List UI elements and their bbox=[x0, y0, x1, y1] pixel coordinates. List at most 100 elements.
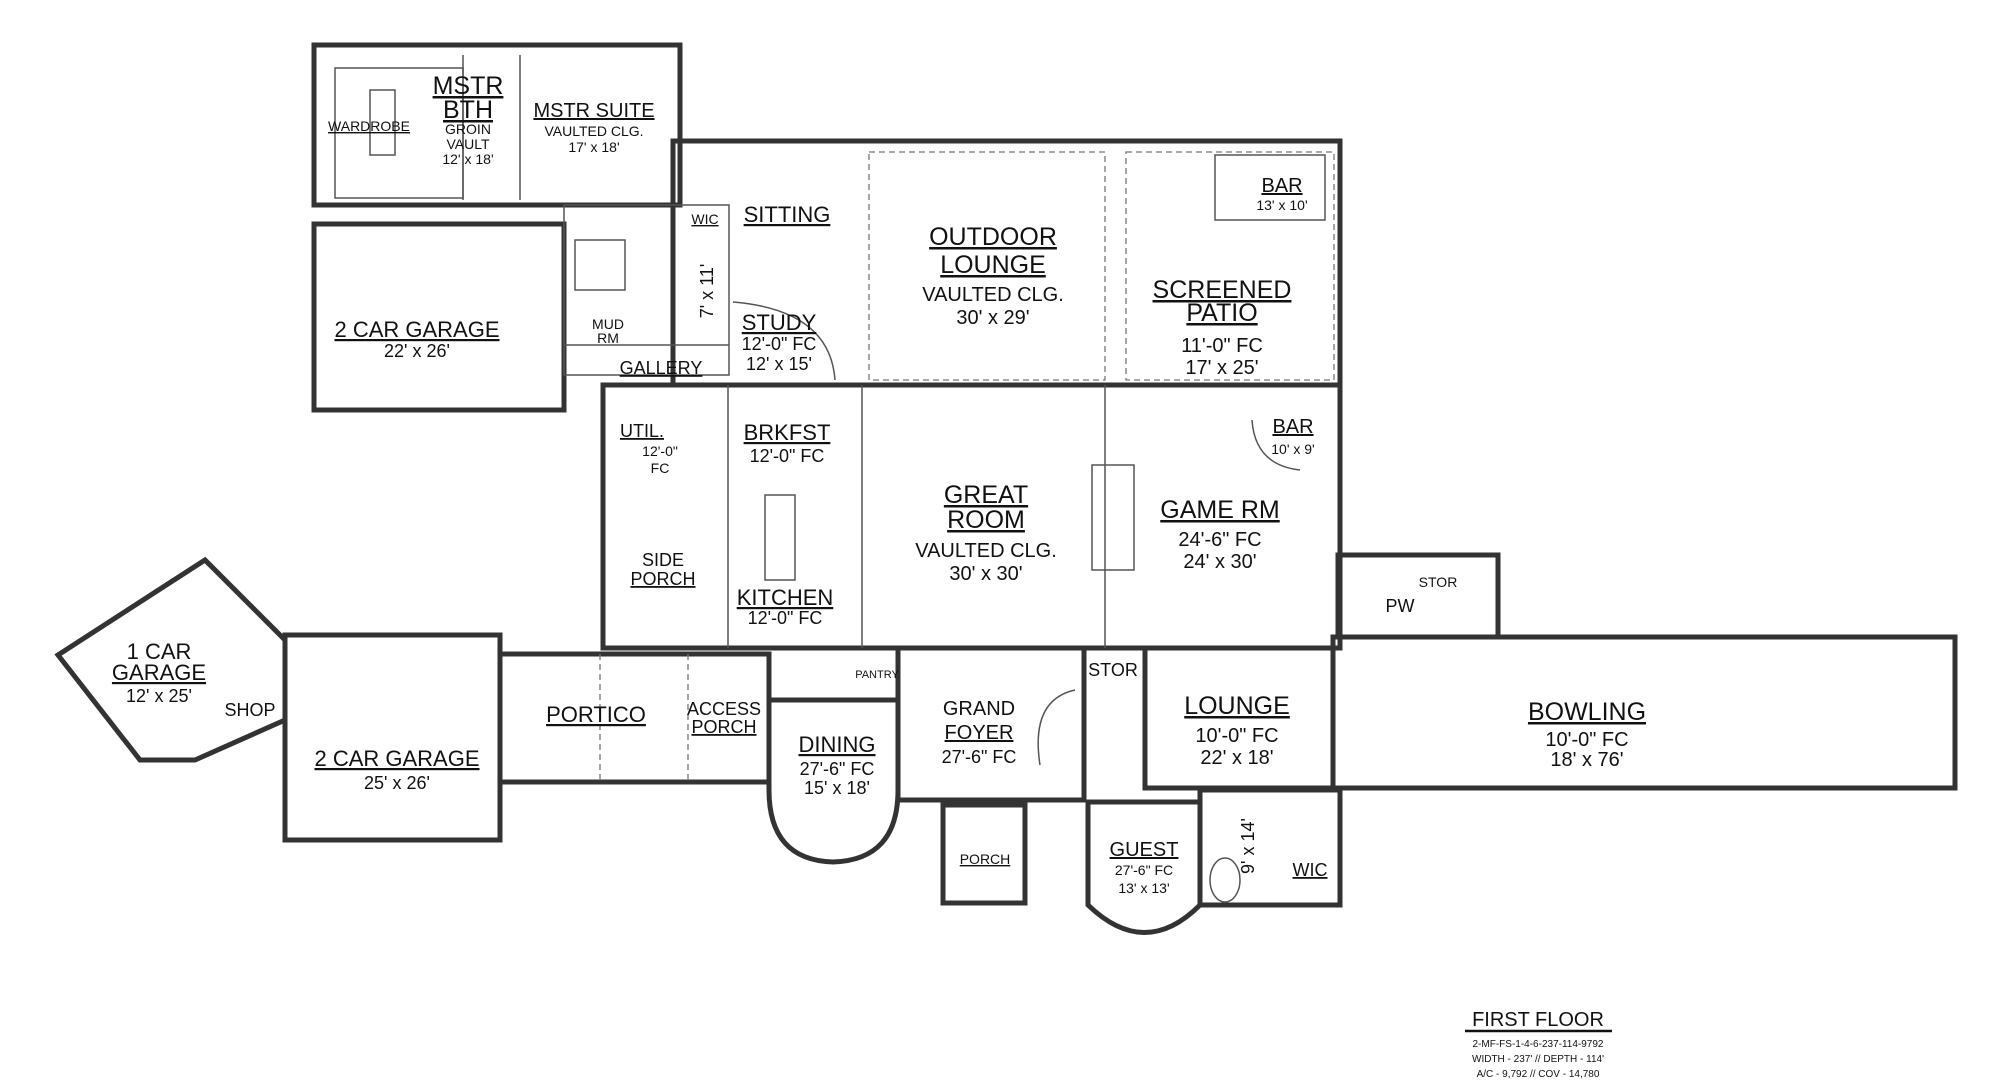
garage-bottom-label: 2 CAR GARAGE bbox=[314, 746, 479, 771]
garage-bottom-wall bbox=[282, 632, 503, 843]
stor-label: STOR bbox=[1419, 574, 1458, 590]
mstr-bth-label: MSTR bbox=[433, 72, 504, 100]
garage-1car-label: GARAGE bbox=[112, 660, 206, 685]
garage-1car-wall bbox=[54, 556, 288, 763]
great-room-label: ROOM bbox=[947, 506, 1025, 534]
foyer-wall bbox=[895, 645, 1087, 803]
dining-ceiling: 27'-6" FC bbox=[800, 759, 875, 779]
mud-gallery-block bbox=[563, 204, 730, 376]
game-rm-size: 24' x 30' bbox=[1183, 551, 1256, 573]
mstr-suite-size: 17' x 18' bbox=[568, 139, 619, 155]
guest-ceiling: 27'-6" FC bbox=[1115, 862, 1173, 878]
outdoor-lounge-size: 30' x 29' bbox=[956, 307, 1029, 329]
stor-foyer-label: STOR bbox=[1088, 660, 1138, 680]
mstr-bth-size: 12' x 18' bbox=[442, 151, 493, 167]
plan-code: 2-MF-FS-1-4-6-237-114-9792 bbox=[1473, 1039, 1604, 1050]
mstr-suite-ceiling: VAULTED CLG. bbox=[544, 123, 643, 139]
grand-foyer-label: GRAND bbox=[943, 698, 1015, 720]
great-room-size: 30' x 30' bbox=[949, 563, 1022, 585]
walls bbox=[54, 42, 1958, 1033]
bar-game-label: BAR bbox=[1272, 416, 1313, 438]
bowling-ceiling: 10'-0" FC bbox=[1545, 729, 1628, 751]
study-label: STUDY bbox=[742, 310, 817, 335]
mud-rm-label: MUD bbox=[592, 316, 624, 332]
outdoor-lounge-ceiling: VAULTED CLG. bbox=[922, 284, 1064, 306]
garage-1car-label: 1 CAR bbox=[127, 639, 192, 664]
plan-dimensions: WIDTH - 237' // DEPTH - 114' bbox=[1472, 1054, 1604, 1065]
outdoor-lounge-label: LOUNGE bbox=[940, 251, 1046, 279]
stair-curve bbox=[1037, 689, 1076, 766]
garage-top-size: 22' x 26' bbox=[384, 341, 450, 361]
title-block: FIRST FLOOR 2-MF-FS-1-4-6-237-114-9792 W… bbox=[1472, 1009, 1604, 1080]
portico-label: PORTICO bbox=[546, 702, 646, 727]
lounge-size: 22' x 18' bbox=[1200, 747, 1273, 769]
guest-bath-size: 9' x 14' bbox=[1238, 818, 1258, 874]
brkfst-label: BRKFST bbox=[744, 420, 831, 445]
grand-foyer-label: FOYER bbox=[945, 722, 1014, 744]
study-size: 12' x 15' bbox=[746, 354, 812, 374]
kitchen-ceiling: 12'-0" FC bbox=[748, 608, 823, 628]
kitchen-island bbox=[764, 494, 796, 581]
mstr-bth-vault: VAULT bbox=[446, 136, 489, 152]
shop-label: SHOP bbox=[224, 700, 275, 720]
side-porch-label: PORCH bbox=[630, 569, 695, 589]
room-labels: MSTR BTH GROIN VAULT 12' x 18' WARDROBE … bbox=[112, 72, 1646, 896]
study-curve bbox=[732, 301, 836, 381]
side-porch-label: SIDE bbox=[642, 550, 684, 570]
access-porch-label: ACCESS bbox=[687, 699, 761, 719]
lounge-ceiling: 10'-0" FC bbox=[1195, 725, 1278, 747]
screened-patio-size: 17' x 25' bbox=[1185, 357, 1258, 379]
bath-size: 7' x 11' bbox=[697, 264, 717, 319]
util-ceiling: 12'-0" bbox=[642, 443, 678, 459]
pw-label: PW bbox=[1386, 596, 1415, 616]
mstr-bth-label: BTH bbox=[443, 96, 493, 124]
wardrobe-island bbox=[369, 89, 396, 156]
fireplace bbox=[1091, 464, 1135, 571]
screened-patio-label: PATIO bbox=[1186, 299, 1257, 327]
guest-bath-wall bbox=[1197, 787, 1343, 908]
garage-bottom-size: 25' x 26' bbox=[364, 773, 430, 793]
mud-rm-label: RM bbox=[597, 330, 619, 346]
tub bbox=[1209, 857, 1241, 903]
lounge-label: LOUNGE bbox=[1184, 692, 1290, 720]
pantry-label: PANTRY bbox=[855, 669, 899, 681]
game-rm-ceiling: 24'-6" FC bbox=[1178, 529, 1261, 551]
guest-size: 13' x 13' bbox=[1118, 880, 1169, 896]
bar-label: BAR bbox=[1261, 175, 1302, 197]
bar-size: 13' x 10' bbox=[1256, 197, 1307, 213]
kitchen-label: KITCHEN bbox=[737, 585, 834, 610]
bowling-label: BOWLING bbox=[1528, 698, 1646, 726]
bar-curve bbox=[1251, 419, 1301, 471]
screened-patio-label: SCREENED bbox=[1153, 276, 1292, 304]
bowling-size: 18' x 76' bbox=[1550, 749, 1623, 771]
screened-patio-outline bbox=[1125, 151, 1335, 381]
bowling-wall bbox=[1330, 634, 1958, 791]
master-wing-wall bbox=[311, 42, 683, 208]
great-room-ceiling: VAULTED CLG. bbox=[915, 540, 1057, 562]
util-label: UTIL. bbox=[620, 421, 664, 441]
outdoor-lounge-outline bbox=[868, 151, 1106, 381]
great-room-label: GREAT bbox=[944, 481, 1028, 509]
screened-patio-ceiling: 11'-0" FC bbox=[1181, 335, 1263, 357]
plan-title: FIRST FLOOR bbox=[1472, 1009, 1604, 1031]
gallery-label: GALLERY bbox=[620, 358, 703, 378]
bar-game-size: 10' x 9' bbox=[1271, 441, 1314, 457]
garage-1car-size: 12' x 25' bbox=[126, 686, 192, 706]
dining-size: 15' x 18' bbox=[804, 778, 870, 798]
garage-top-label: 2 CAR GARAGE bbox=[334, 317, 499, 342]
wic-guest-label: WIC bbox=[1293, 860, 1328, 880]
plan-area: A/C - 9,792 // COV - 14,780 bbox=[1477, 1069, 1600, 1080]
shower bbox=[574, 239, 626, 291]
dining-wall bbox=[766, 697, 901, 865]
bar-counter bbox=[1214, 154, 1326, 221]
mstr-bth-groin: GROIN bbox=[445, 121, 491, 137]
access-porch-label: PORCH bbox=[691, 717, 756, 737]
wic-label: WIC bbox=[691, 211, 718, 227]
guest-label: GUEST bbox=[1110, 839, 1179, 861]
pw-stor-wall bbox=[1335, 552, 1501, 640]
dining-label: DINING bbox=[799, 732, 876, 757]
porch-wall bbox=[940, 802, 1028, 906]
game-rm-label: GAME RM bbox=[1160, 496, 1279, 524]
grand-foyer-ceiling: 27'-6" FC bbox=[942, 747, 1017, 767]
